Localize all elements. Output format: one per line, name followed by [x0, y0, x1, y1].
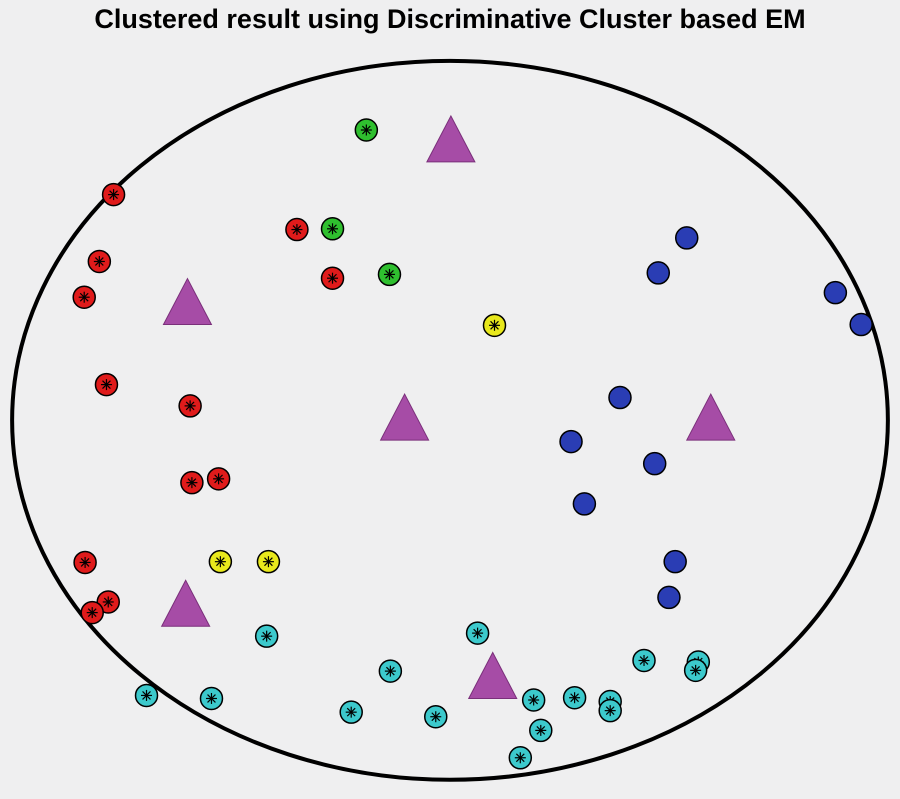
point-green: [377, 262, 402, 287]
point-blue: [572, 492, 597, 516]
point-blue: [674, 226, 699, 250]
point-red: [101, 182, 126, 207]
point-red: [73, 550, 97, 575]
centroid-triangle: [160, 579, 211, 627]
cluster-boundary-ellipse: [10, 58, 890, 782]
point-cyan: [562, 685, 587, 710]
point-blue: [663, 549, 687, 574]
chart-title: Clustered result using Discriminative Cl…: [94, 4, 805, 34]
point-blue: [642, 451, 667, 476]
point-red: [80, 600, 104, 625]
point-yellow: [208, 549, 233, 574]
point-red: [206, 467, 231, 491]
point-blue: [823, 280, 848, 305]
point-red: [72, 285, 96, 309]
point-red: [178, 394, 202, 418]
point-yellow: [482, 313, 507, 338]
point-cyan: [378, 659, 403, 683]
point-cyan: [134, 683, 159, 708]
data-points: [72, 114, 873, 770]
point-cyan: [521, 688, 546, 712]
point-cyan: [465, 621, 490, 645]
point-cyan: [508, 746, 533, 770]
point-red: [285, 217, 309, 242]
point-green: [354, 118, 379, 142]
point-green: [320, 217, 345, 241]
point-cyan: [339, 700, 363, 724]
point-red: [87, 249, 112, 274]
point-cyan: [632, 648, 656, 673]
point-cyan: [424, 704, 448, 729]
point-yellow: [256, 549, 281, 574]
point-red: [180, 470, 204, 495]
centroid-triangle: [426, 114, 476, 163]
point-red: [94, 372, 119, 397]
point-blue: [646, 261, 671, 285]
point-cyan: [598, 698, 622, 723]
point-red: [320, 266, 345, 290]
point-blue: [657, 585, 681, 610]
centroid-triangle: [379, 392, 430, 441]
point-blue: [559, 429, 583, 454]
point-blue: [608, 385, 632, 410]
point-cyan: [529, 718, 553, 743]
point-cyan: [199, 686, 224, 711]
point-blue: [849, 312, 873, 337]
point-cyan: [254, 624, 279, 648]
centroid-triangle: [467, 651, 518, 699]
centroid-triangle: [162, 277, 213, 326]
point-cyan: [683, 658, 708, 683]
centroid-triangle: [685, 392, 736, 441]
